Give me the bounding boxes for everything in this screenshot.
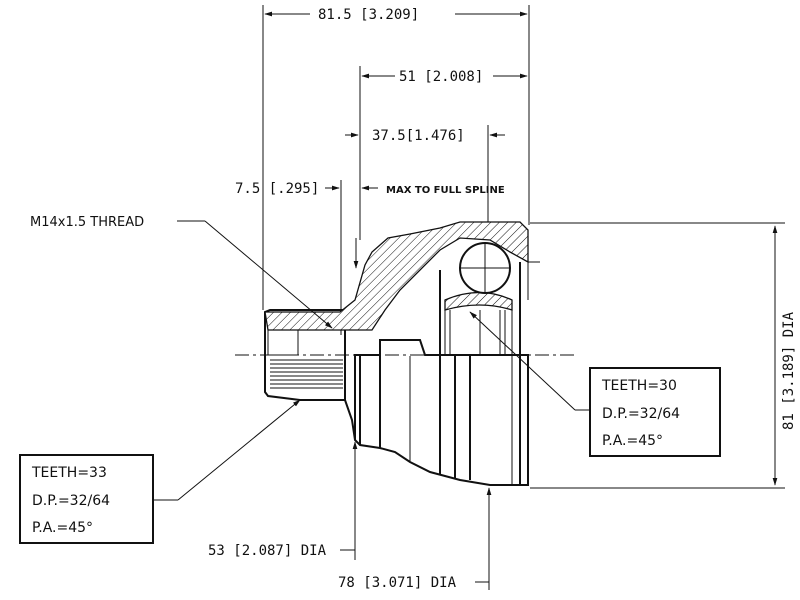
dim-overall-length-label: 81.5 [3.209]	[318, 7, 419, 23]
inner-spline-dp: D.P.=32/64	[602, 406, 680, 422]
housing-section	[264, 221, 529, 331]
dim-dia-78: 78 [3.071] DIA	[338, 487, 492, 591]
dim-length-51-label: 51 [2.008]	[399, 69, 483, 85]
outer-spline-callout: TEETH=33 D.P.=32/64 P.A.=45°	[19, 399, 301, 544]
cv-joint-part	[264, 221, 540, 486]
dim-dia-53: 53 [2.087] DIA	[208, 441, 358, 560]
dim-dia-81-label: 81 [3.189] DIA	[781, 311, 797, 430]
dim-length-51: 51 [2.008]	[359, 66, 528, 240]
dim-overall-length: 81.5 [3.209]	[262, 5, 530, 310]
dim-length-37-5-label: 37.5[1.476]	[372, 128, 465, 144]
dim-length-37-5: 37.5[1.476]	[345, 125, 505, 240]
inner-spline-teeth: TEETH=30	[601, 378, 677, 394]
inner-spline-callout: TEETH=30 D.P.=32/64 P.A.=45°	[469, 311, 721, 457]
thread-callout: M14x1.5 THREAD	[30, 215, 333, 329]
outer-spline-pa: P.A.=45°	[32, 520, 93, 536]
inner-spline-pa: P.A.=45°	[602, 433, 663, 449]
dim-dia-81: 81 [3.189] DIA	[530, 222, 797, 489]
stub-spline-teeth	[270, 359, 343, 389]
outer-spline-dp: D.P.=32/64	[32, 493, 110, 509]
inner-spline-box	[589, 367, 721, 457]
outer-spline-teeth: TEETH=33	[31, 465, 107, 481]
dim-dia-53-label: 53 [2.087] DIA	[208, 543, 327, 559]
outer-spline-box	[19, 454, 154, 544]
dim-dia-78-label: 78 [3.071] DIA	[338, 575, 457, 591]
thread-label: M14x1.5 THREAD	[30, 215, 144, 230]
dim-length-7-5-label: 7.5 [.295]	[235, 181, 319, 197]
max-to-full-spline-label: MAX TO FULL SPLINE	[386, 185, 505, 196]
